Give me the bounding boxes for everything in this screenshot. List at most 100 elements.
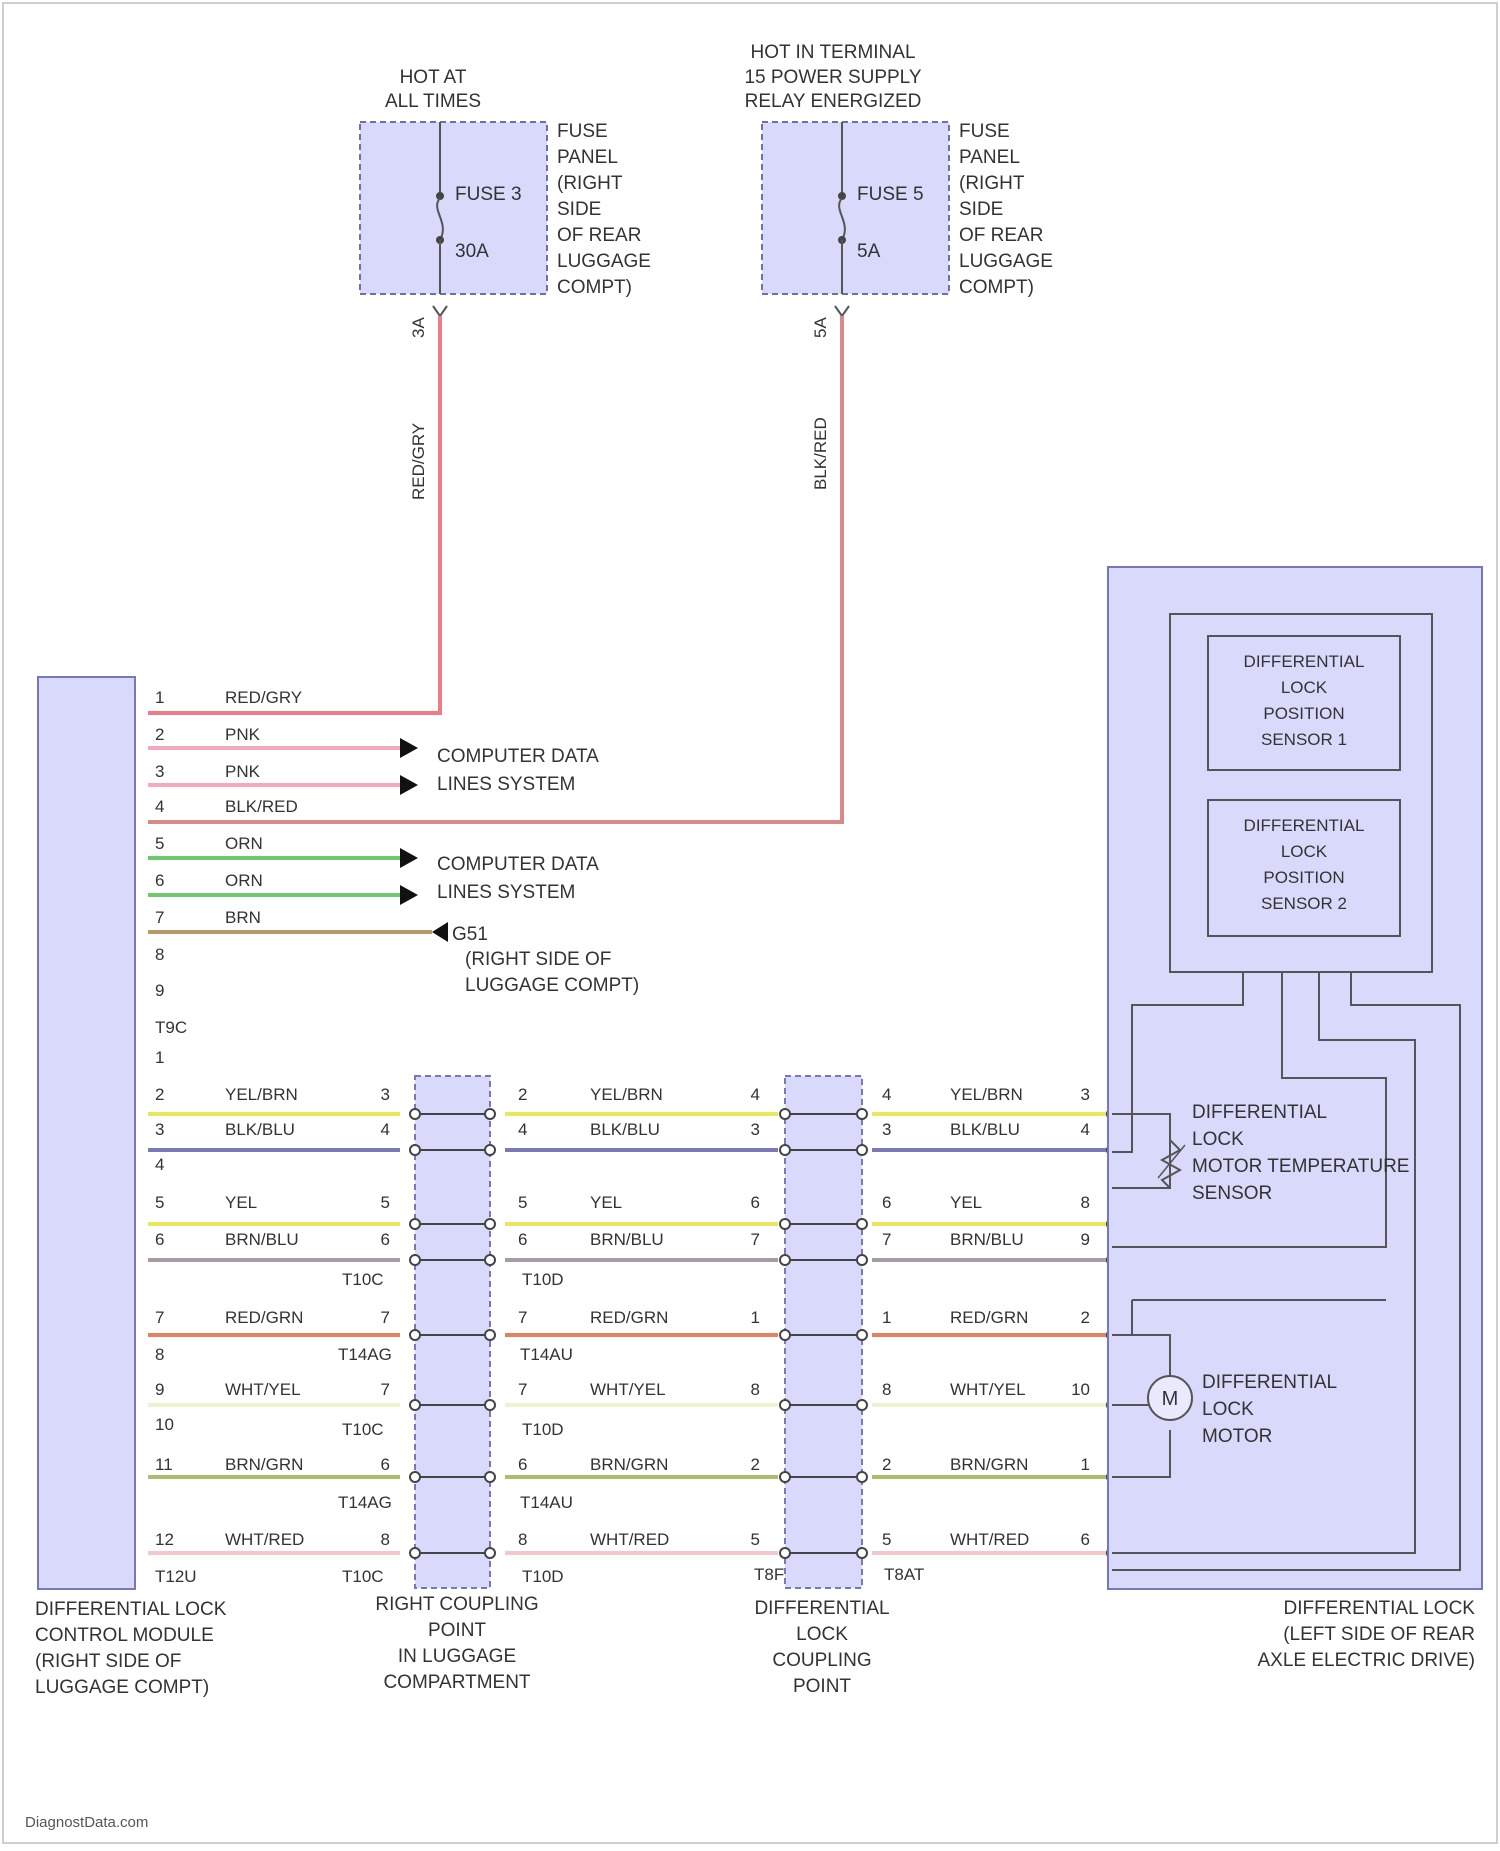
coupling1-in-pin-6: 6 xyxy=(381,1230,390,1249)
arrow-orn-5 xyxy=(400,848,418,868)
terminal-c2-l-7 xyxy=(780,1330,790,1340)
diff-lock-label-3: AXLE ELECTRIC DRIVE) xyxy=(1258,1650,1476,1671)
bottom-pin-5: 5 xyxy=(155,1193,164,1212)
module-label: DIFFERENTIAL LOCK CONTROL MODULE (RIGHT … xyxy=(35,1599,227,1698)
module-label-3: (RIGHT SIDE OF xyxy=(35,1651,181,1672)
bottom-pin-7: 7 xyxy=(155,1308,164,1327)
sensor-2-line-2: LOCK xyxy=(1281,842,1328,861)
fuse-right-loc-6: LUGGAGE xyxy=(959,251,1053,272)
fuse-left: HOT AT ALL TIMES FUSE 3 30A FUSE PANEL (… xyxy=(360,67,651,500)
sensor-1-line-3: POSITION xyxy=(1263,704,1344,723)
sensor-2-line-1: DIFFERENTIAL xyxy=(1244,816,1365,835)
temp-sensor-line-1: DIFFERENTIAL xyxy=(1192,1102,1327,1123)
wire-label-2-b: YEL/BRN xyxy=(590,1085,663,1104)
bottom-pin-12: 12 xyxy=(155,1530,174,1549)
motor-line-2: LOCK xyxy=(1202,1399,1254,1420)
terminal-c1-r-7 xyxy=(485,1330,495,1340)
coupling2-in-pin-12: 5 xyxy=(751,1530,760,1549)
wire-label-12-c: WHT/RED xyxy=(950,1530,1029,1549)
coupling1-in-pin-5: 5 xyxy=(381,1193,390,1212)
terminal-c1-l-2 xyxy=(410,1109,420,1119)
right-coupling-label-1: RIGHT COUPLING xyxy=(375,1594,538,1615)
fuse-left-loc-4: SIDE xyxy=(557,199,601,220)
bottom-pin-3: 3 xyxy=(155,1120,164,1139)
fuse-left-pin: 3A xyxy=(409,317,428,338)
terminal-c2-r-11 xyxy=(857,1472,867,1482)
coupling2-in-pin-9: 8 xyxy=(751,1380,760,1399)
terminal-c2-r-12 xyxy=(857,1548,867,1558)
diff-lock-pin-11: 1 xyxy=(1081,1455,1090,1474)
pin-2-color: PNK xyxy=(225,725,261,744)
connector-t12u: T12U xyxy=(155,1567,197,1586)
terminal-c2-r-9 xyxy=(857,1400,867,1410)
coupling1-out-pin-7: 7 xyxy=(518,1308,527,1327)
wire-label-3-a: BLK/BLU xyxy=(225,1120,295,1139)
computer-data-2-line-2: LINES SYSTEM xyxy=(437,882,575,903)
terminal-c2-l-5 xyxy=(780,1219,790,1229)
wire-label-9-c: WHT/YEL xyxy=(950,1380,1026,1399)
pin-6: 6 xyxy=(155,871,164,890)
fuse-left-supply-1: HOT AT xyxy=(400,67,467,88)
motor-line-1: DIFFERENTIAL xyxy=(1202,1372,1337,1393)
terminal-c1-r-5 xyxy=(485,1219,495,1229)
fuse-left-loc-6: LUGGAGE xyxy=(557,251,651,272)
wire-label-9-a: WHT/YEL xyxy=(225,1380,301,1399)
terminal-c2-r-3 xyxy=(857,1145,867,1155)
diff-coupling-label-3: COUPLING xyxy=(772,1650,871,1671)
pin-5-color: ORN xyxy=(225,834,263,853)
wire-label-6-a: BRN/BLU xyxy=(225,1230,299,1249)
fuse-right-supply-2: 15 POWER SUPPLY xyxy=(744,67,921,88)
wire-label-12-b: WHT/RED xyxy=(590,1530,669,1549)
pin-1-color: RED/GRY xyxy=(225,688,302,707)
coupling1-out-pin-9: 7 xyxy=(518,1380,527,1399)
fuse-left-location: FUSE PANEL (RIGHT SIDE OF REAR LUGGAGE C… xyxy=(557,121,651,298)
wire-label-7-b: RED/GRN xyxy=(590,1308,668,1327)
bottom-pin-10: 10 xyxy=(155,1415,174,1434)
fuse-right-loc-3: (RIGHT xyxy=(959,173,1025,194)
computer-data-2-line-1: COMPUTER DATA xyxy=(437,854,599,875)
pin-3-color: PNK xyxy=(225,762,261,781)
sensor-2-line-4: SENSOR 2 xyxy=(1261,894,1347,913)
connector-t10d-1: T10D xyxy=(522,1270,564,1289)
fuse-right-loc-4: SIDE xyxy=(959,199,1003,220)
bottom-pin-2: 2 xyxy=(155,1085,164,1104)
bottom-pin-8: 8 xyxy=(155,1345,164,1364)
connector-t14ag-2: T14AG xyxy=(338,1493,392,1512)
wire-red-gry-vertical-label: RED/GRY xyxy=(409,423,428,500)
wire-label-6-c: BRN/BLU xyxy=(950,1230,1024,1249)
fuse-right-supply-1: HOT IN TERMINAL xyxy=(750,42,915,63)
right-coupling-label-4: COMPARTMENT xyxy=(383,1672,530,1693)
coupling1-out-pin-12: 8 xyxy=(518,1530,527,1549)
fuse-left-supply-2: ALL TIMES xyxy=(385,91,481,112)
coupling2-out-pin-12: 5 xyxy=(882,1530,891,1549)
diff-lock-pin-2: 3 xyxy=(1081,1085,1090,1104)
temp-sensor-line-3: MOTOR TEMPERATURE xyxy=(1192,1156,1409,1177)
module-label-4: LUGGAGE COMPT) xyxy=(35,1677,209,1698)
pin-4-color: BLK/RED xyxy=(225,797,298,816)
bottom-pin-1: 1 xyxy=(155,1048,164,1067)
terminal-c1-r-11 xyxy=(485,1472,495,1482)
terminal-c2-r-2 xyxy=(857,1109,867,1119)
wire-label-11-c: BRN/GRN xyxy=(950,1455,1028,1474)
motor-symbol-letter: M xyxy=(1162,1388,1179,1410)
wire-label-5-c: YEL xyxy=(950,1193,982,1212)
wire-label-2-a: YEL/BRN xyxy=(225,1085,298,1104)
wire-label-9-b: WHT/YEL xyxy=(590,1380,666,1399)
terminal-c1-l-5 xyxy=(410,1219,420,1229)
coupling1-out-pin-3: 4 xyxy=(518,1120,527,1139)
pin-6-color: ORN xyxy=(225,871,263,890)
coupling2-out-pin-2: 4 xyxy=(882,1085,891,1104)
coupling1-in-pin-9: 7 xyxy=(381,1380,390,1399)
arrow-pnk-2 xyxy=(400,738,418,758)
wire-label-12-a: WHT/RED xyxy=(225,1530,304,1549)
terminal-c2-l-6 xyxy=(780,1255,790,1265)
ground-location-1: (RIGHT SIDE OF xyxy=(465,949,611,970)
fuse-left-loc-5: OF REAR xyxy=(557,225,641,246)
sensor-1-line-1: DIFFERENTIAL xyxy=(1244,652,1365,671)
fuse-right-loc-1: FUSE xyxy=(959,121,1010,142)
pin-2: 2 xyxy=(155,725,164,744)
terminal-c2-l-9 xyxy=(780,1400,790,1410)
diff-lock-label-1: DIFFERENTIAL LOCK xyxy=(1284,1598,1476,1619)
motor-line-3: MOTOR xyxy=(1202,1426,1272,1447)
terminal-c2-r-6 xyxy=(857,1255,867,1265)
